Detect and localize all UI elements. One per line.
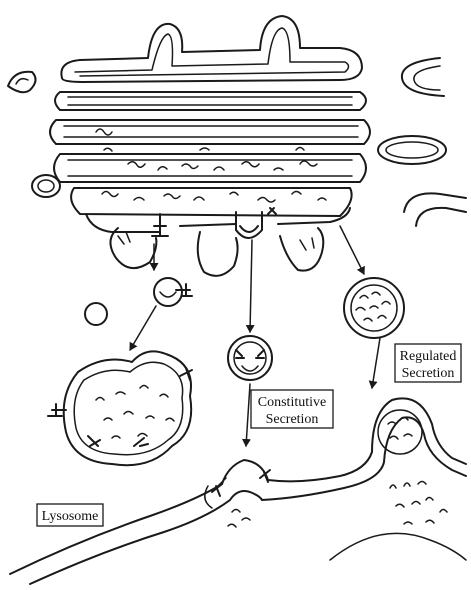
lysosome-organelle (48, 351, 192, 465)
lysosomal-vesicle (154, 278, 192, 306)
right-membranes (378, 58, 466, 226)
plasma-membrane (10, 398, 466, 584)
constitutive-vesicle (228, 336, 272, 380)
golgi-cargo (96, 129, 326, 202)
regulated-label-line1: Regulated (400, 349, 457, 364)
constitutive-label-line2: Secretion (266, 412, 319, 427)
golgi-apparatus (50, 16, 370, 276)
lysosome-label: Lysosome (37, 504, 103, 526)
docked-granule (378, 410, 422, 454)
constitutive-label-line1: Constitutive (258, 395, 326, 410)
constitutive-secretion-label: Constitutive Secretion (251, 390, 333, 428)
lysosome-label-text: Lysosome (42, 509, 99, 524)
secretory-granule (344, 278, 404, 338)
regulated-secretion-label: Regulated Secretion (395, 344, 461, 382)
tgn-receptors (152, 208, 276, 238)
regulated-label-line2: Secretion (402, 366, 455, 381)
secreted-cargo (228, 482, 447, 528)
